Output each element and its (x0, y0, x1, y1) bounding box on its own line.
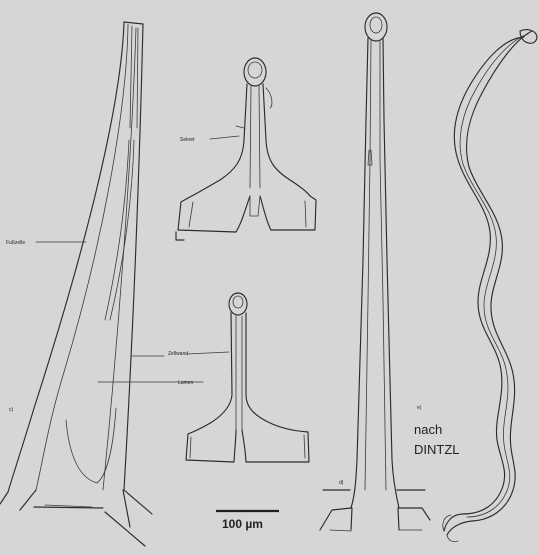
scale-label: 100 µm (222, 517, 263, 531)
label-b: d) (339, 480, 344, 486)
label-nach: nach (414, 422, 442, 437)
label-zellwand: Zellwand (168, 351, 188, 357)
label-author: DINTZL (414, 442, 460, 457)
label-c: e) (417, 405, 422, 411)
label-fusszelle: Fußzelle (6, 240, 25, 246)
label-sekret: Sekret (180, 137, 195, 143)
label-a: c) (9, 407, 14, 413)
label-lumen: Lumen (178, 380, 194, 386)
